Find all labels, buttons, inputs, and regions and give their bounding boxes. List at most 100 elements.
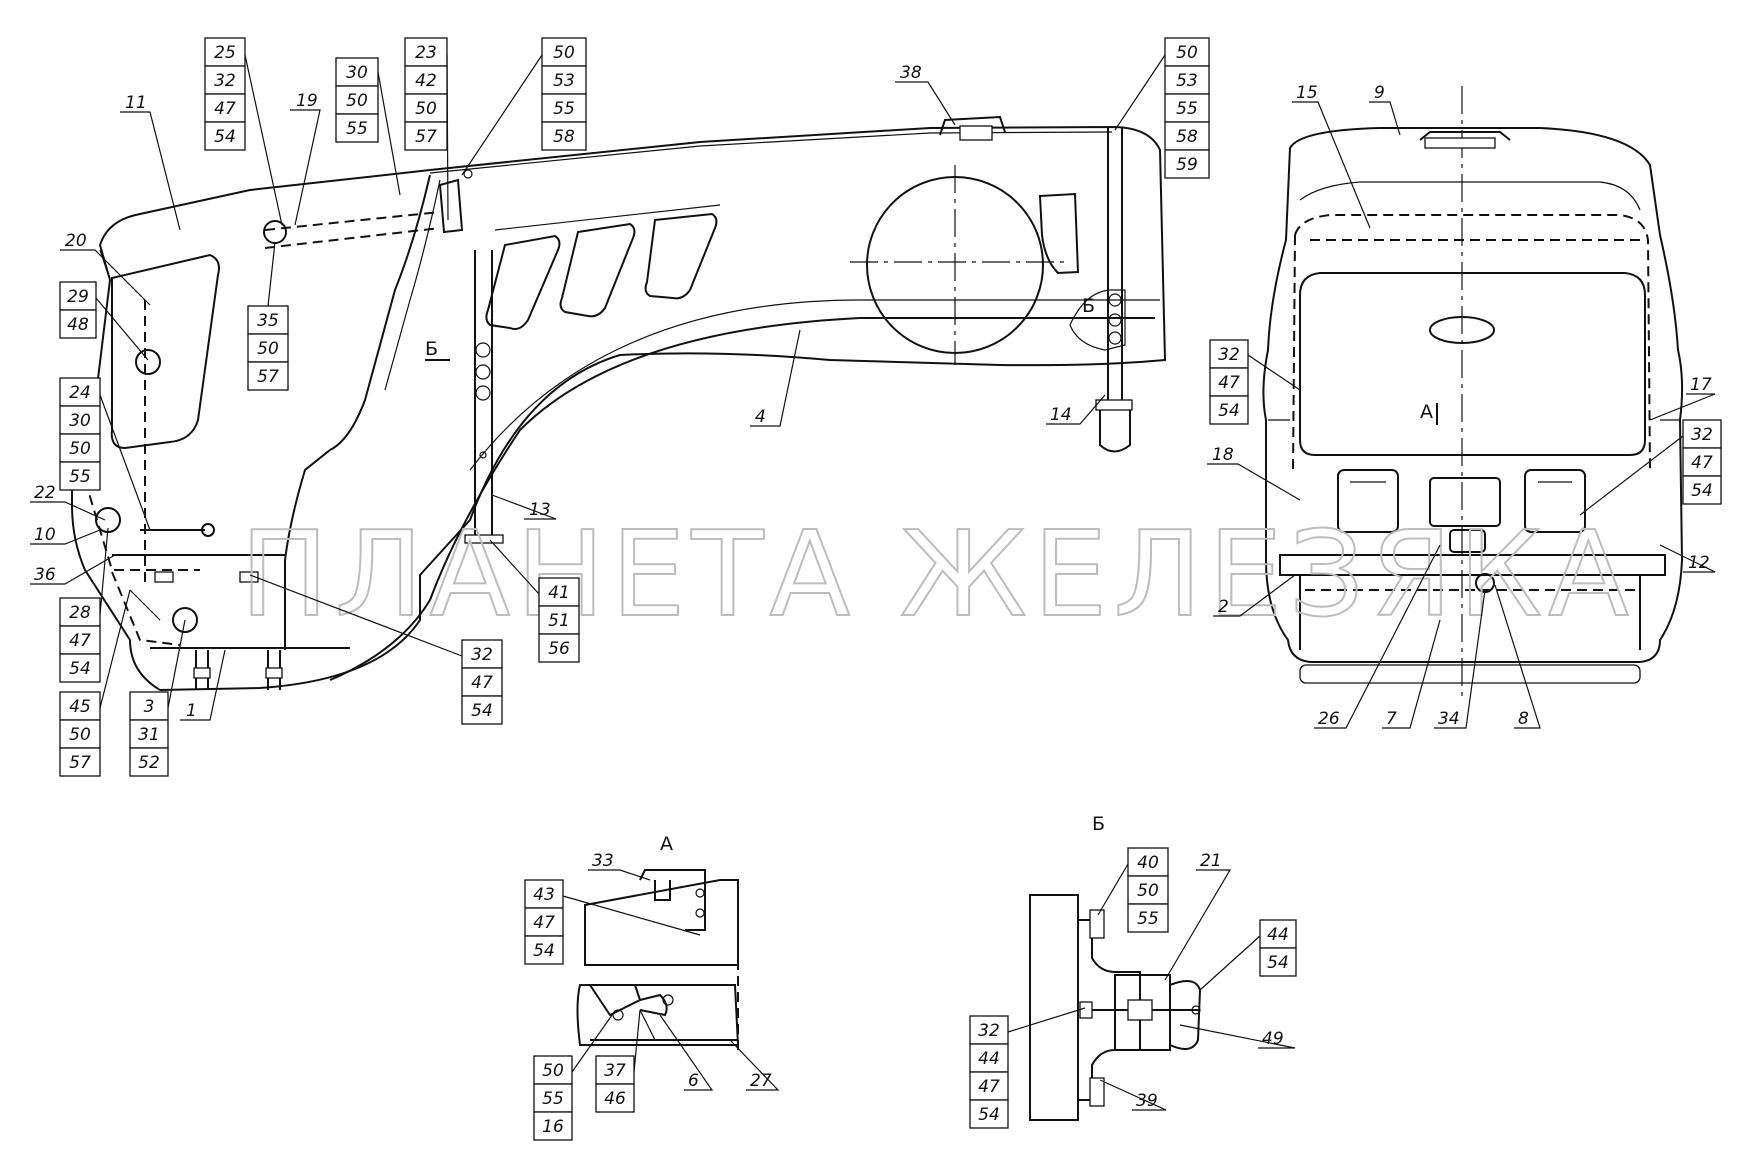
callout-number: 32: [1691, 425, 1713, 445]
part-label-20: 20: [65, 231, 87, 251]
callout-box: [59, 719, 101, 749]
part-label-38: 38: [900, 63, 922, 83]
callout-number: 29: [67, 287, 89, 307]
callout-number: 46: [604, 1089, 626, 1109]
callout-stack-c3: 23 42 50 57: [404, 37, 449, 221]
part-label-1: 1: [186, 701, 197, 721]
front-outline: [1262, 127, 1684, 663]
callout-leader: [99, 527, 109, 616]
vent-3: [644, 212, 718, 300]
callout-leader: [446, 54, 449, 221]
callout-number: 24: [69, 383, 91, 403]
callout-stacks: 2532475430505523425057505355585053555859…: [59, 37, 1722, 1141]
view-marker-a: А: [1420, 401, 1433, 423]
callout-number: 35: [257, 311, 279, 331]
callout-box: [541, 121, 587, 151]
callout-box: [1164, 121, 1210, 151]
part-label-21: 21: [1200, 851, 1222, 871]
callout-box: [247, 361, 289, 391]
callout-box: [533, 1055, 573, 1085]
part-label-34: 34: [1438, 709, 1460, 729]
part-label-4: 4: [755, 407, 766, 427]
callout-number: 51: [548, 611, 570, 631]
callout-box: [59, 309, 97, 339]
callout-leader: [249, 574, 463, 657]
callout-box: [461, 639, 503, 669]
callout-leader: [571, 1014, 613, 1073]
callout-number: 58: [553, 127, 575, 147]
callout-number: 54: [1691, 481, 1713, 501]
callout-number: 50: [415, 99, 437, 119]
front-panel: [1299, 272, 1646, 456]
callout-leader: [244, 54, 283, 226]
callout-number: 57: [415, 127, 437, 147]
callout-number: 47: [1218, 373, 1240, 393]
callout-number: 30: [346, 63, 368, 83]
front-grille: [110, 253, 220, 450]
part-label-12: 12: [1688, 553, 1710, 573]
callout-box: [129, 747, 169, 777]
callout-box: [1209, 339, 1249, 369]
callout-leader: [1097, 863, 1129, 916]
part-label-7: 7: [1386, 709, 1397, 729]
callout-number: 50: [69, 439, 91, 459]
callout-box: [538, 577, 580, 607]
vent-1: [485, 234, 561, 330]
view-marker-b-2: Б: [1082, 295, 1095, 317]
callout-number: 55: [1176, 99, 1198, 119]
callout-box: [524, 907, 564, 937]
callout-number: 54: [214, 127, 236, 147]
callout-leader: [1007, 1007, 1086, 1033]
callout-leader: [461, 54, 543, 176]
callout-box: [533, 1111, 573, 1141]
callout-number: 50: [553, 43, 575, 63]
callout-number: 23: [415, 43, 437, 63]
part-label-36: 36: [34, 565, 56, 585]
callout-box: [1127, 903, 1169, 933]
callout-box: [404, 65, 448, 95]
part-label-19: 19: [296, 91, 318, 111]
callout-number: 55: [542, 1089, 564, 1109]
callout-box: [524, 879, 564, 909]
callout-box: [524, 935, 564, 965]
part-label-11: 11: [125, 93, 147, 113]
callout-box: [538, 633, 580, 663]
callout-number: 32: [471, 645, 493, 665]
callout-leader: [1114, 54, 1166, 131]
callout-number: 47: [533, 913, 555, 933]
side-view: [71, 115, 1167, 692]
callout-leader: [167, 619, 186, 709]
callout-number: 32: [978, 1021, 1000, 1041]
callout-box: [59, 377, 101, 407]
callout-box: [404, 93, 448, 123]
callout-box: [541, 37, 587, 67]
callout-box: [1127, 847, 1169, 877]
callout-leader: [99, 589, 131, 709]
callout-number: 47: [1691, 453, 1713, 473]
callout-number: 54: [978, 1105, 1000, 1125]
callout-number: 42: [415, 71, 437, 91]
callout-box: [1209, 367, 1249, 397]
callout-number: 50: [346, 91, 368, 111]
callout-box: [1209, 395, 1249, 425]
callout-leader: [1247, 354, 1301, 391]
part-label-17: 17: [1690, 375, 1712, 395]
callout-box: [1682, 447, 1722, 477]
part-label-9: 9: [1374, 83, 1385, 103]
callout-box: [59, 625, 101, 655]
callout-leader: [633, 1009, 641, 1073]
callout-number: 55: [346, 119, 368, 139]
callout-box: [595, 1083, 635, 1113]
